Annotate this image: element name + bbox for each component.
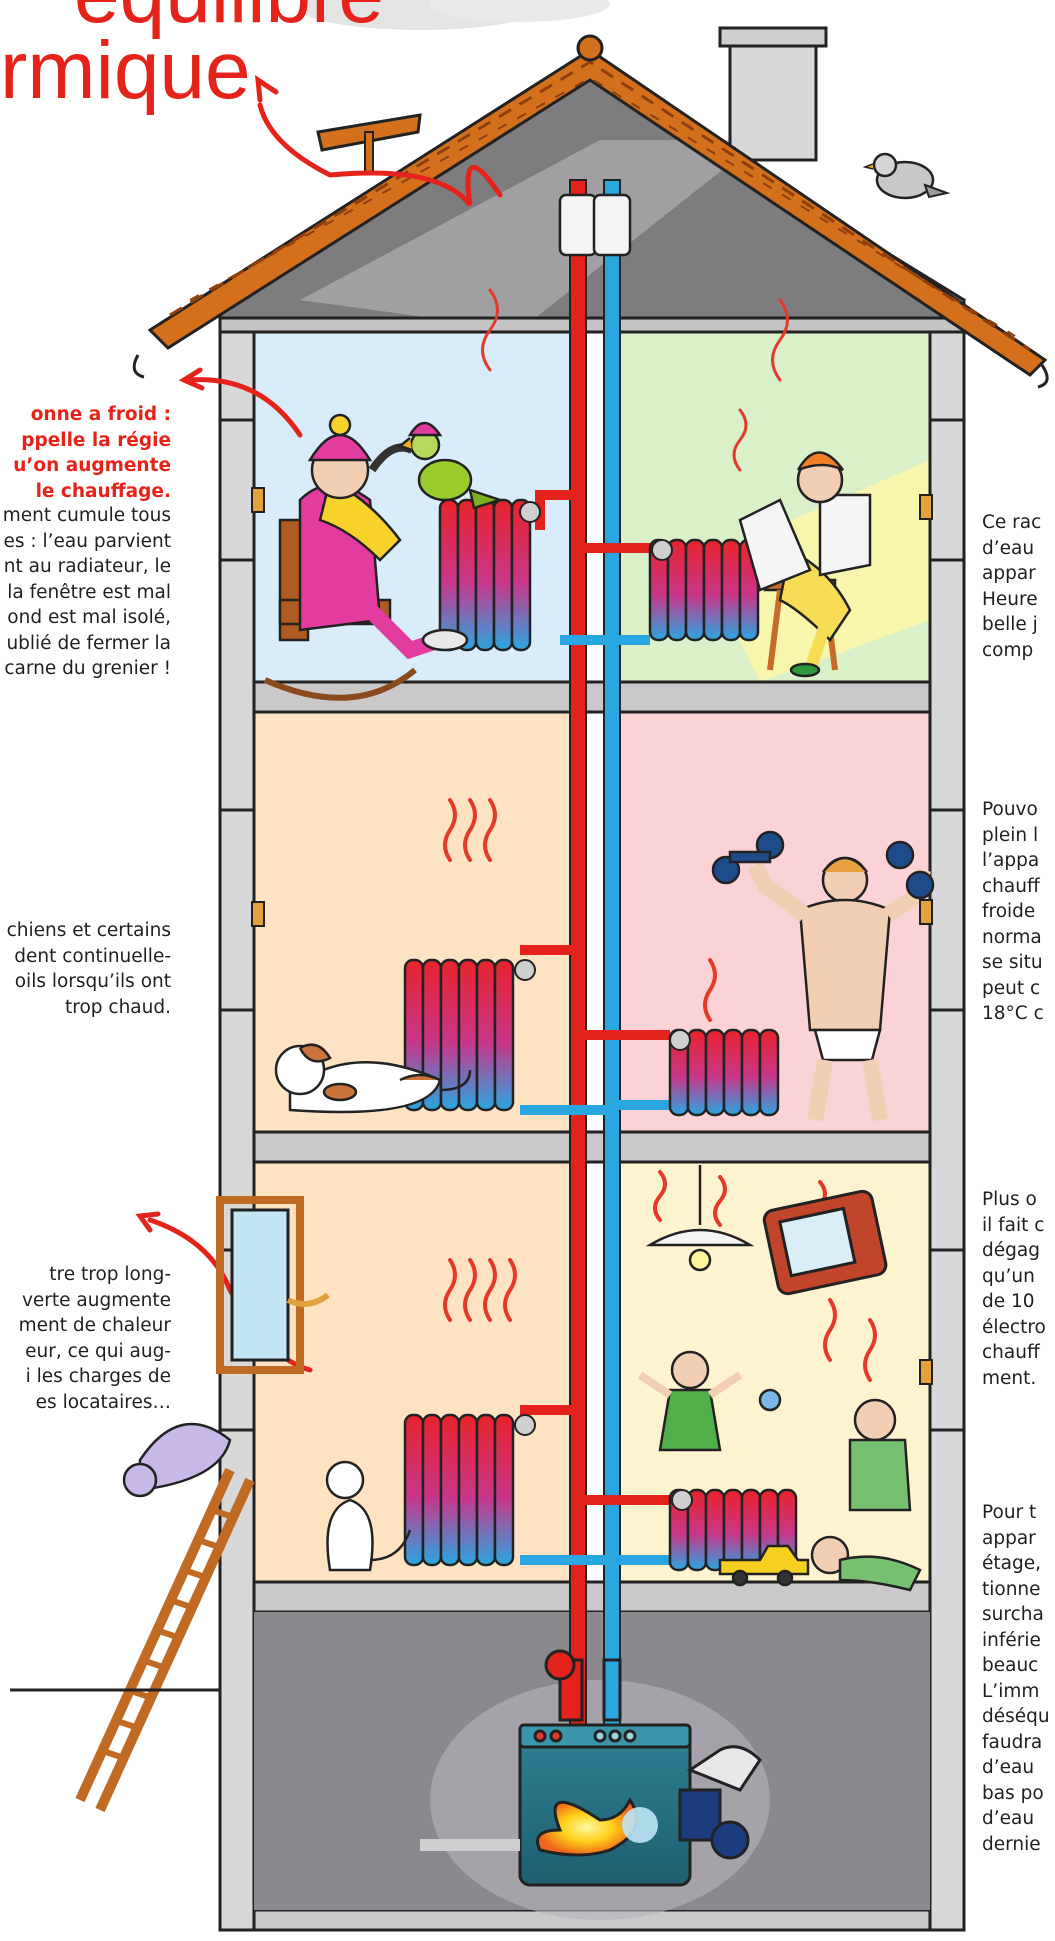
caption-thermal-imbalance: Pour t appar étage, tionne surcha inféri… — [982, 1500, 1050, 1857]
caption-bodybuilder: Pouvo plein l l’appa chauff froide norma… — [982, 797, 1044, 1027]
skylight-icon — [318, 115, 420, 172]
caption-cold-tenant-heading: onne a froid : ppelle la régie u’on augm… — [13, 402, 171, 504]
pigeon-icon — [865, 154, 947, 198]
caption-open-window: tre trop long- verte augmente ment de ch… — [19, 1262, 171, 1415]
page-title-line-2: rmique — [0, 30, 251, 112]
caption-dogs-panting: chiens et certains dent continuelle- oil… — [7, 918, 171, 1020]
caption-reading-tenant: Ce rac d’eau appar Heure belle j comp — [982, 510, 1041, 663]
chimney-icon — [720, 28, 826, 160]
caption-cold-tenant-body: ment cumule tous es : l’eau parvient nt … — [3, 503, 171, 682]
caption-family-apartment: Plus o il fait c dégag qu’un de 10 élect… — [982, 1187, 1046, 1391]
